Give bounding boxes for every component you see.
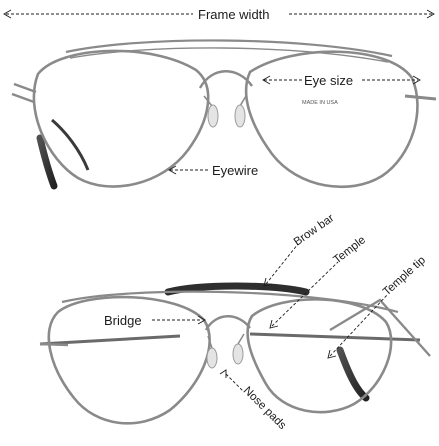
brow-bar-leader	[266, 244, 298, 284]
right-temple-front	[405, 96, 436, 99]
left-nose-pad-angled	[207, 348, 217, 368]
nose-pads-arrow	[220, 370, 226, 378]
right-nose-pad-angled	[233, 344, 243, 364]
bridge-angled	[206, 316, 250, 330]
temple-label: Temple	[331, 234, 368, 266]
left-temple-inner-front	[52, 120, 88, 170]
right-nose-pad-front	[235, 105, 245, 127]
bridge-callout: Bridge	[104, 313, 205, 328]
left-temple-angled	[40, 344, 68, 345]
eyewire-label: Eyewire	[212, 163, 258, 178]
eye-size-dimension: Eye size	[263, 73, 420, 88]
temple-callout: Temple	[270, 234, 368, 328]
temple-tip-angled	[340, 350, 366, 398]
eyewire-callout: Eyewire	[169, 163, 258, 178]
temple-bar-angled	[40, 334, 420, 344]
left-lens-front	[34, 51, 208, 187]
right-lens-front	[246, 52, 417, 187]
temple-tip-label: Temple tip	[381, 254, 428, 298]
nose-pads-leader	[226, 374, 244, 392]
made-in-usa-stamp: MADE IN USA	[302, 100, 338, 106]
brow-bar-callout: Brow bar	[264, 212, 337, 286]
right-nose-pad-arm-front	[240, 96, 246, 106]
nose-pads-callout: Nose pads	[220, 370, 288, 432]
brow-bar-label: Brow bar	[292, 212, 337, 248]
left-hinge	[12, 84, 36, 102]
angled-view-glasses	[40, 286, 430, 423]
left-nose-pad-front	[208, 105, 218, 127]
bridge-label: Bridge	[104, 313, 142, 328]
nose-pads-label: Nose pads	[241, 385, 289, 433]
eye-size-label: Eye size	[304, 73, 353, 88]
frame-width-dimension: Frame width	[4, 7, 434, 22]
right-lens-angled	[248, 299, 392, 412]
frame-width-label: Frame width	[198, 7, 270, 22]
